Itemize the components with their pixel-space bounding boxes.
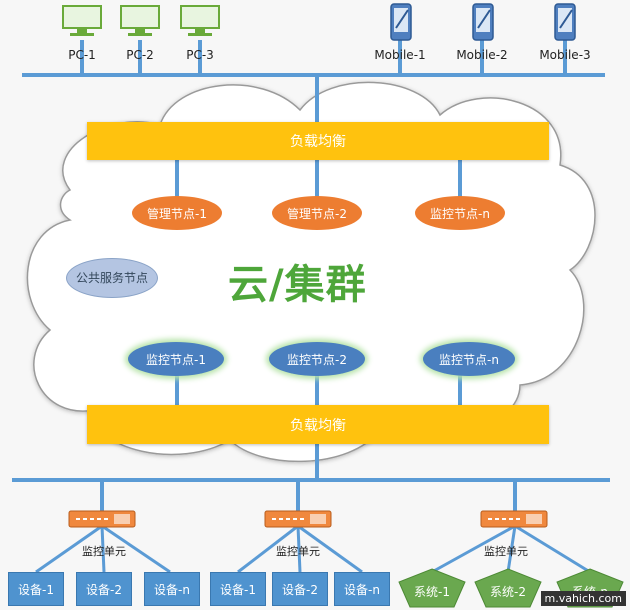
monitor-unit-label: 监控单元	[82, 545, 126, 558]
device-box: 设备-1	[210, 572, 266, 606]
monitor-node: 监控节点-2	[269, 342, 365, 376]
monitor-unit-label: 监控单元	[484, 545, 528, 558]
unit-to-device-lines	[35, 524, 591, 574]
cloud-title: 云/集群	[228, 262, 367, 308]
public-service-node: 公共服务节点	[66, 258, 158, 298]
pc-label: PC-2	[126, 48, 154, 62]
mobile-label: Mobile-2	[456, 48, 508, 62]
mobile-label: Mobile-3	[539, 48, 591, 62]
management-node: 管理节点-1	[132, 196, 222, 230]
monitor-node-top: 监控节点-n	[415, 196, 505, 230]
load-balancer-top: 负载均衡	[87, 122, 549, 160]
pc-icon	[180, 5, 220, 36]
system-label: 系统-1	[414, 584, 450, 599]
pc-label: PC-1	[68, 48, 96, 62]
device-box: 设备-1	[8, 572, 64, 606]
load-balancer-bottom: 负载均衡	[87, 405, 549, 444]
device-box: 设备-n	[334, 572, 390, 606]
system-label: 系统-2	[490, 584, 526, 599]
device-box: 设备-2	[272, 572, 328, 606]
mobile-label: Mobile-1	[374, 48, 426, 62]
monitor-node: 监控节点-n	[423, 342, 515, 376]
management-node: 管理节点-2	[272, 196, 362, 230]
pc-label: PC-3	[186, 48, 214, 62]
switch-icon	[68, 510, 136, 528]
pc-icon	[62, 5, 102, 36]
mobile-icon	[554, 3, 576, 41]
monitor-unit-label: 监控单元	[276, 545, 320, 558]
monitor-node: 监控节点-1	[128, 342, 224, 376]
device-box: 设备-2	[76, 572, 132, 606]
switch-icon	[264, 510, 332, 528]
network-lines	[12, 40, 610, 512]
mobile-icon	[472, 3, 494, 41]
mobile-icon	[390, 3, 412, 41]
watermark: m.vahich.com	[540, 591, 626, 606]
switch-icon	[480, 510, 548, 528]
system-node: 系统-1	[398, 568, 466, 608]
system-node: 系统-2	[474, 568, 542, 608]
pc-icon	[120, 5, 160, 36]
device-box: 设备-n	[144, 572, 200, 606]
